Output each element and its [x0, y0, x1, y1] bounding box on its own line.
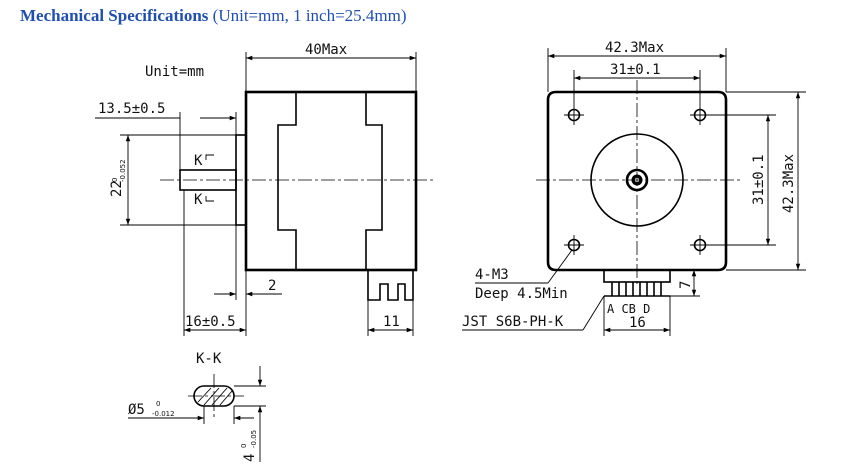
section-dia-tol-bottom: -0.012: [152, 410, 175, 418]
mount-hole-bl: [564, 235, 584, 255]
page-title: Mechanical Specifications (Unit=mm, 1 in…: [20, 6, 407, 26]
shaft-section: [193, 385, 235, 407]
stator-inner-right: [365, 92, 383, 270]
section-dia-tol-top: 0: [156, 400, 160, 408]
shaft-length-label: 13.5±0.5: [98, 101, 165, 117]
outer-size-top-label: 42.3Max: [605, 40, 664, 56]
connector-height-label: 7: [678, 281, 694, 289]
connector-width-label: 11: [383, 314, 400, 330]
section-flat-tol-top: 0: [240, 444, 248, 448]
section-flat-label: 4: [242, 454, 258, 462]
section-mark-bottom: K: [194, 192, 203, 208]
pin-labels: A CB D: [607, 302, 650, 316]
section-kk: K-K Ø5 0 -0.012 4 0 -0.05: [128, 351, 266, 462]
hole-spacing-top-label: 31±0.1: [610, 62, 661, 78]
shaft-dia-tol-top: 0: [111, 178, 119, 182]
motor-body: [244, 90, 418, 272]
thread-leader: [547, 249, 573, 284]
mount-hole-tl: [564, 105, 584, 125]
thread-label: 4-M3: [475, 267, 509, 283]
hole-spacing-side-label: 31±0.1: [751, 154, 767, 205]
connector-length-label: 16: [629, 315, 646, 331]
thread-depth-label: Deep 4.5Min: [475, 286, 568, 302]
mount-hole-tr: [690, 105, 710, 125]
section-dia-label: Ø5: [128, 402, 145, 418]
connector-housing: [603, 269, 671, 283]
boss-height-label: 2: [268, 278, 276, 294]
front-view: 42.3Max 31±0.1 31±0.1 42.3Max 4-M3 Deep …: [462, 40, 806, 336]
outer-size-side-label: 42.3Max: [781, 154, 797, 213]
connector-label: JST S6B-PH-K: [462, 314, 564, 330]
connector-side: [367, 270, 414, 301]
body-length-label: 40Max: [305, 42, 347, 58]
section-flat-tol-bottom: -0.05: [250, 430, 258, 448]
shaft-dia-label: 22: [109, 180, 125, 197]
section-hatch: [197, 387, 233, 406]
flange-offset-label: 16±0.5: [185, 314, 236, 330]
section-title: K-K: [196, 351, 222, 367]
title-rest: (Unit=mm, 1 inch=25.4mm): [212, 6, 407, 25]
shaft-dia-tol-bottom: -0.052: [119, 159, 127, 182]
stator-inner-left: [277, 92, 297, 270]
connector-leader: [582, 295, 605, 331]
unit-label: Unit=mm: [145, 64, 204, 80]
section-mark-top: K: [194, 153, 203, 169]
side-view: Unit=mm 40Max 13.5±0.5 22 0 -0.052 K: [95, 42, 435, 336]
title-bold: Mechanical Specifications: [20, 6, 209, 25]
mount-hole-br: [690, 235, 710, 255]
front-plate: [546, 90, 728, 272]
connector-pins: [604, 282, 670, 297]
